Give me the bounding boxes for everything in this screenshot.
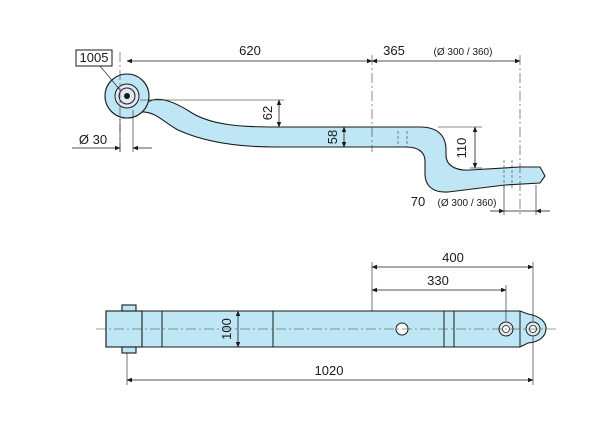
dim-eye-label: Ø 30	[79, 132, 107, 147]
side-view: 1005 620 365 (Ø 300 / 360) Ø 30 62 58 11…	[72, 43, 550, 215]
dim-70-label: 70	[411, 194, 425, 209]
dim-1020-label: 1020	[315, 363, 344, 378]
dim-58-label: 58	[325, 130, 340, 144]
top-view: 400 330 100 1020	[96, 250, 556, 385]
part-number-leader	[99, 65, 121, 91]
dim-400-label: 400	[442, 250, 464, 265]
part-number: 1005	[80, 50, 109, 65]
dim-330-label: 330	[427, 273, 449, 288]
bushing-center	[124, 93, 130, 99]
spring-body-side	[129, 98, 546, 193]
dim-70-note: (Ø 300 / 360)	[438, 198, 497, 209]
eye-bushing-top	[121, 304, 137, 312]
eye-bushing-bottom	[121, 346, 137, 354]
part-number-box	[75, 49, 113, 67]
dim-365-label: 365	[383, 43, 405, 58]
dim-365-note: (Ø 300 / 360)	[434, 47, 493, 58]
dim-620-label: 620	[239, 43, 261, 58]
dim-100-label: 100	[219, 318, 234, 340]
dim-110-label: 110	[454, 138, 469, 159]
dim-62-label: 62	[260, 106, 275, 120]
